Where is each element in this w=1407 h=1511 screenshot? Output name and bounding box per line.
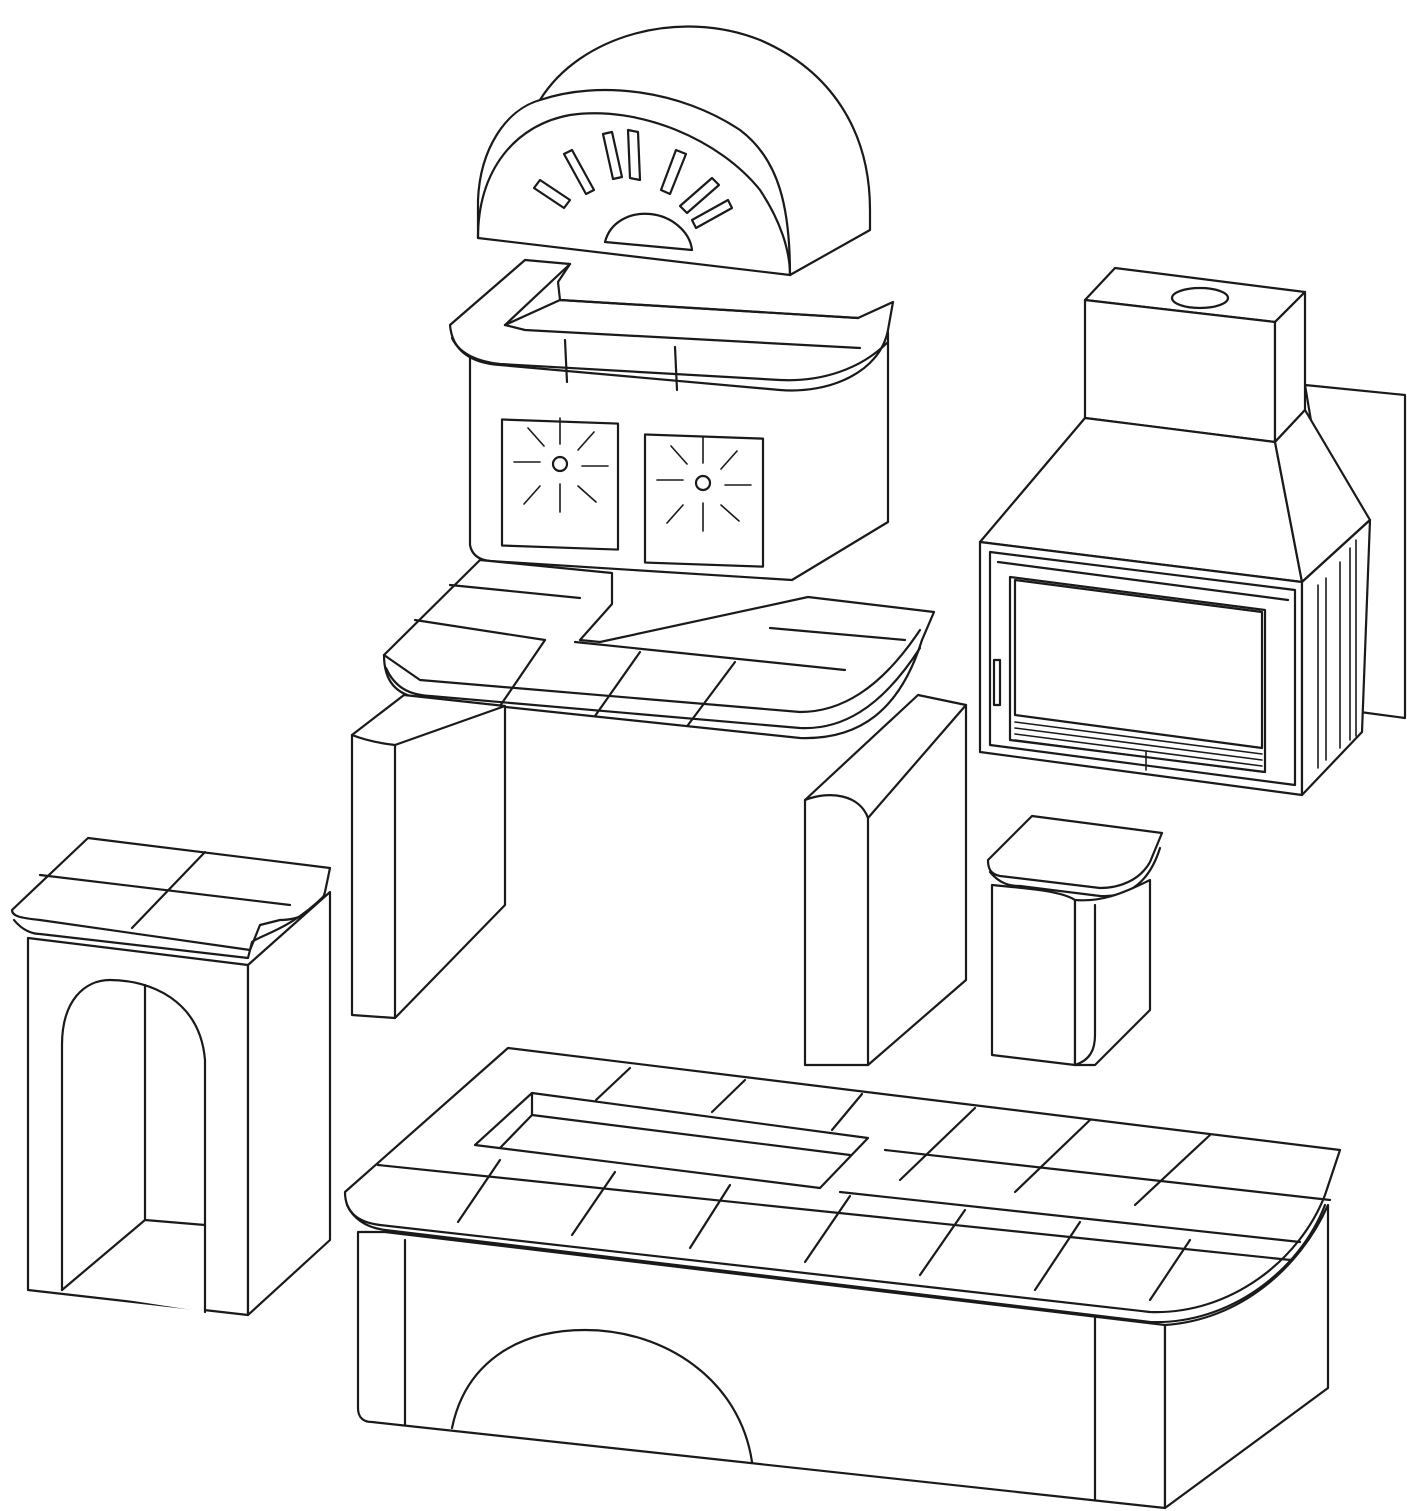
left-support-pillar [350,693,507,1020]
fan-vent-icon [532,128,734,252]
fireplace-insert-with-chimney [978,266,1407,797]
arched-wood-storage-cabinet [10,836,332,1317]
tiled-base-with-arch [343,1046,1342,1510]
burner-vent-icon [513,417,752,532]
tiled-countertop [382,558,936,740]
right-support-pillar [803,693,968,1067]
hob-block [448,258,895,582]
dome-hood [476,25,872,277]
small-cabinet [986,814,1164,1067]
